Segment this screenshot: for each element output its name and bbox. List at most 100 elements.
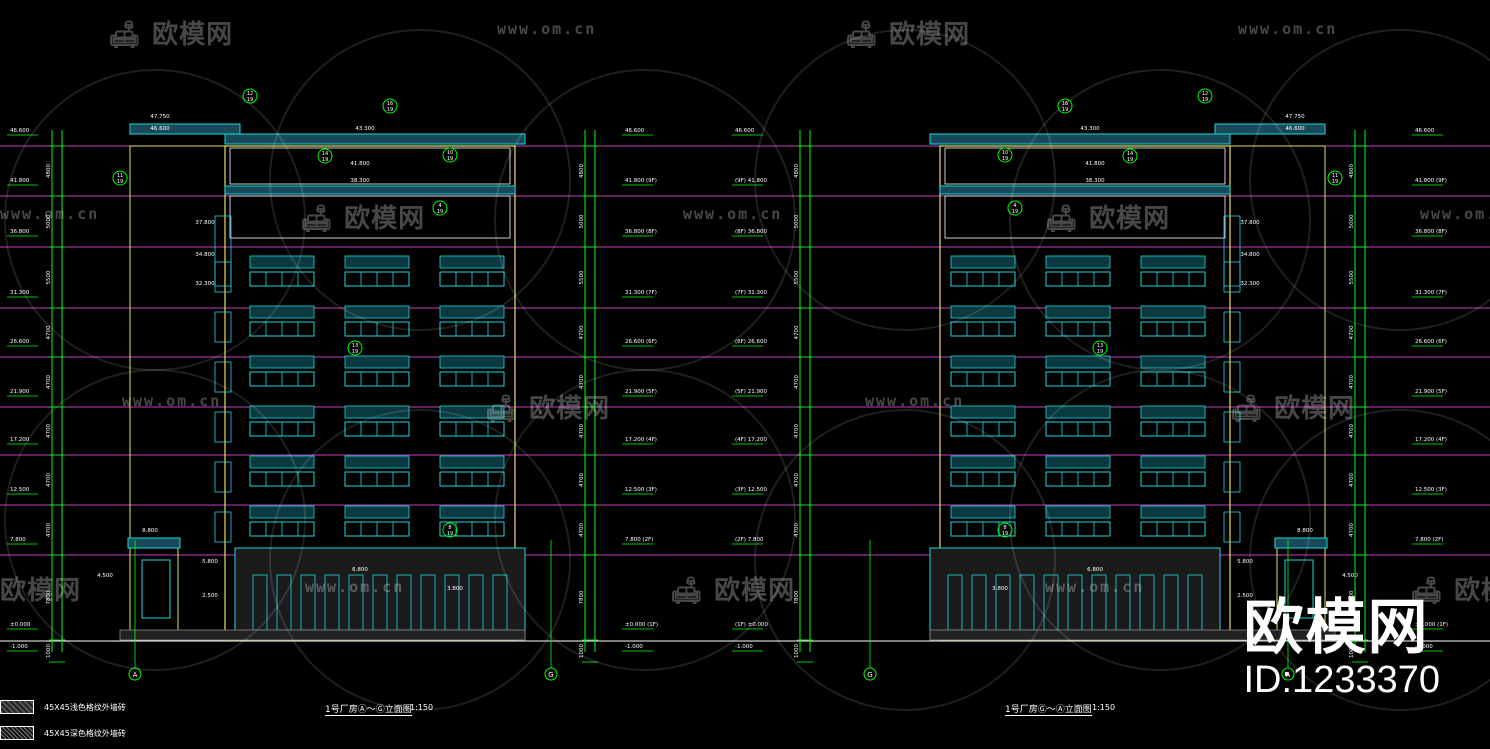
elevation-label: -1.000 [735,644,753,650]
callout-number: 14 [1127,151,1133,157]
drawing-scale-left: 1:150 [410,703,434,712]
roof-elevation-label: 43.300 [355,126,375,132]
stair-window [214,461,232,493]
callout-number: 11 [117,173,123,179]
dimension-label: 4700 [579,375,585,389]
top-frame [944,195,1226,239]
top-frame [944,147,1226,185]
stair-window [214,361,232,393]
window-upper [1140,305,1206,319]
dimension-label: 4700 [579,325,585,339]
window-upper [1045,405,1111,419]
watermark-url: www.om.cn [305,578,405,596]
roof-elevation-label: 37.800 [1240,220,1260,226]
roof-elevation-label: 43.300 [1080,126,1100,132]
elevation-label: 12.500 (3F) [1415,487,1447,493]
dimension-label: 4700 [1349,473,1355,487]
stair-window [1223,511,1241,543]
callout-number: 13 [352,343,358,349]
window-upper [439,505,505,519]
watermark-logo: 🛋 欧模网 [1410,576,1490,606]
building-elevation-right: 12191119141916191019419131981947.75046.6… [929,88,1358,641]
window-upper [249,505,315,519]
elevation-label: -1.000 [1415,644,1433,650]
window-upper [439,355,505,369]
callout-number: 10 [1002,150,1008,156]
elevation-label: 7.800 (2F) [625,537,653,543]
axis-label: A [1286,671,1291,679]
axis-bubble [863,667,877,681]
podium-elevation-label: 6.800 [1087,567,1103,573]
watermark-logo: 欧模网 [0,576,82,606]
window-upper [344,305,410,319]
dimension-label: 4800 [794,164,800,178]
window-upper [1140,505,1206,519]
elevation-label: (9F) 41.800 [735,178,767,184]
callout-bubble [997,522,1013,538]
window-upper [950,455,1016,469]
elevation-label: 36.800 (8F) [625,229,657,235]
dimension-label: 4700 [46,375,52,389]
elevation-label: 26.600 [10,339,30,345]
window-upper [1140,255,1206,269]
roof-elevation-label: 34.800 [1240,252,1260,258]
dimension-label: 4700 [1349,325,1355,339]
podium-elevation-label: 4.500 [1342,573,1358,579]
dimension-label: 1000 [1349,644,1355,658]
legend-swatch [0,726,34,740]
callout-number: 12 [1202,91,1208,97]
dimension-label: 4700 [1349,424,1355,438]
elevation-label: (4F) 17.200 [735,437,767,443]
watermark-logo: 🛋 欧模网 [1045,204,1171,234]
drawing-title-right: 1号厂房Ⓖ～Ⓐ立面图 [1005,702,1092,716]
stair-window [214,215,232,287]
watermark-logo: 🛋 欧模网 [1230,394,1356,424]
callout-sheet: 19 [1127,157,1133,163]
model-id: ID:1233370 [1243,659,1441,701]
watermark-url: www.om.cn [865,392,965,410]
window-upper [950,505,1016,519]
callout-bubble [1057,98,1073,114]
elevation-label: 17.200 (4F) [1415,437,1447,443]
dimension-label: 4800 [579,164,585,178]
watermark-logo: 🛋 欧模网 [485,394,611,424]
elevation-label: 17.200 (4F) [625,437,657,443]
window-upper [249,405,315,419]
dimension-label: 4700 [794,523,800,537]
dimension-label: 4700 [1349,375,1355,389]
axis-bubble [1281,667,1295,681]
watermark-ring [494,69,796,371]
dimension-label: 4800 [46,164,52,178]
podium [234,547,526,639]
roof-elevation-label: 46.600 [1285,126,1305,132]
building-base [119,629,526,641]
callout-bubble [382,98,398,114]
dimension-label: 5500 [46,270,52,284]
podium-elevation-label: 2.500 [202,593,218,599]
dimension-label: 5000 [579,214,585,228]
axis-bubble [544,667,558,681]
dimension-label: 4700 [794,473,800,487]
elevation-label: -1.000 [10,644,28,650]
watermark-ring [4,69,306,371]
callout-bubble [1007,200,1023,216]
dimension-label: 5500 [1349,270,1355,284]
window-upper [1045,505,1111,519]
podium-elevation-label: 8.800 [142,528,158,534]
window-upper [950,305,1016,319]
elevation-label: (8F) 36.800 [735,229,767,235]
axis-label: G [548,671,553,679]
stair-window [1223,361,1241,393]
callout-sheet: 19 [387,107,393,113]
watermark-circles [4,29,1490,711]
window-upper [1045,255,1111,269]
callout-sheet: 19 [447,531,453,537]
elevation-label: 12.500 (3F) [625,487,657,493]
callout-number: 16 [1062,101,1068,107]
stair-window [1223,411,1241,443]
elevation-label: ±0.000 (1F) [625,622,658,628]
watermark-url: www.om.cn [1238,20,1338,38]
callout-sheet: 19 [1002,156,1008,162]
building-base [929,629,1336,641]
